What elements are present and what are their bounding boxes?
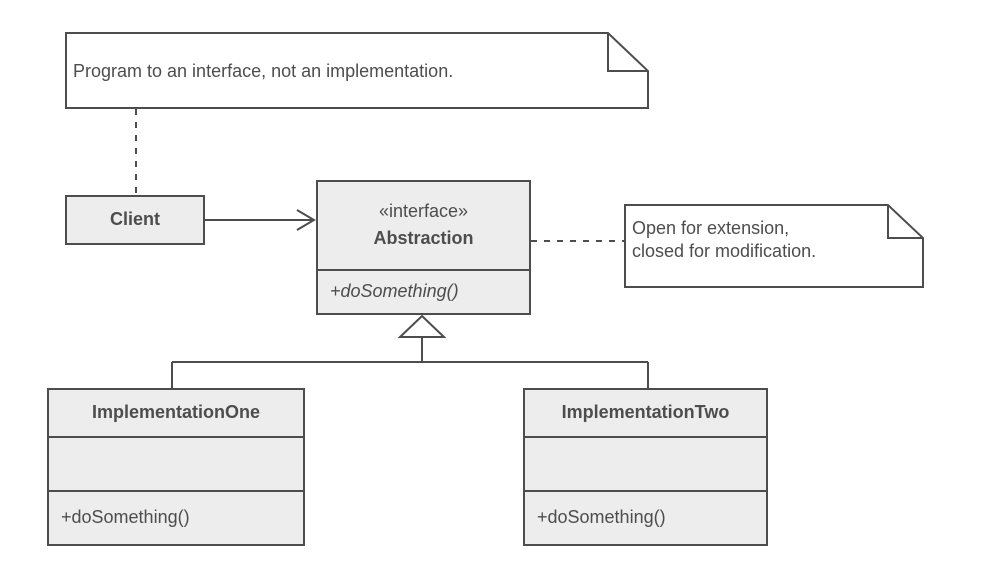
implementation-one-attributes-compartment (49, 436, 303, 490)
note-principle-text: Program to an interface, not an implemen… (73, 61, 454, 81)
implementation-one-operations-compartment: +doSomething() (49, 490, 303, 544)
abstraction-stereotype: «interface» (378, 201, 469, 222)
abstraction-header-compartment: «interface» Abstraction (318, 182, 529, 269)
implementation-one-operation-do-something: +doSomething() (61, 507, 190, 528)
class-box-implementation-one[interactable]: ImplementationOne +doSomething() (47, 388, 305, 546)
note-principle-fold (607, 33, 648, 72)
implementation-two-header-compartment: ImplementationTwo (525, 390, 766, 436)
class-box-implementation-two[interactable]: ImplementationTwo +doSomething() (523, 388, 768, 546)
note-principle-shape (65, 32, 649, 109)
implementation-two-operations-compartment: +doSomething() (525, 490, 766, 544)
implementation-two-operation-do-something: +doSomething() (537, 507, 666, 528)
class-box-abstraction[interactable]: «interface» Abstraction +doSomething() (316, 180, 531, 315)
abstraction-operations-compartment: +doSomething() (318, 269, 529, 313)
implementation-one-class-name: ImplementationOne (91, 402, 261, 423)
implementation-two-attributes-compartment (525, 436, 766, 490)
class-box-client[interactable]: Client (65, 195, 205, 245)
note-ocp-text: Open for extension, closed for modificat… (632, 218, 817, 261)
client-header-compartment: Client (67, 197, 203, 243)
implementation-two-class-name: ImplementationTwo (561, 402, 730, 423)
abstraction-operation-do-something: +doSomething() (330, 281, 459, 302)
implementation-one-header-compartment: ImplementationOne (49, 390, 303, 436)
client-class-name: Client (109, 209, 160, 230)
abstraction-class-name: Abstraction (373, 228, 474, 248)
association-client-abstraction-arrowhead (296, 209, 316, 231)
generalization-triangle (397, 314, 447, 338)
note-ocp-fold (887, 205, 923, 239)
note-ocp-shape (624, 204, 924, 288)
